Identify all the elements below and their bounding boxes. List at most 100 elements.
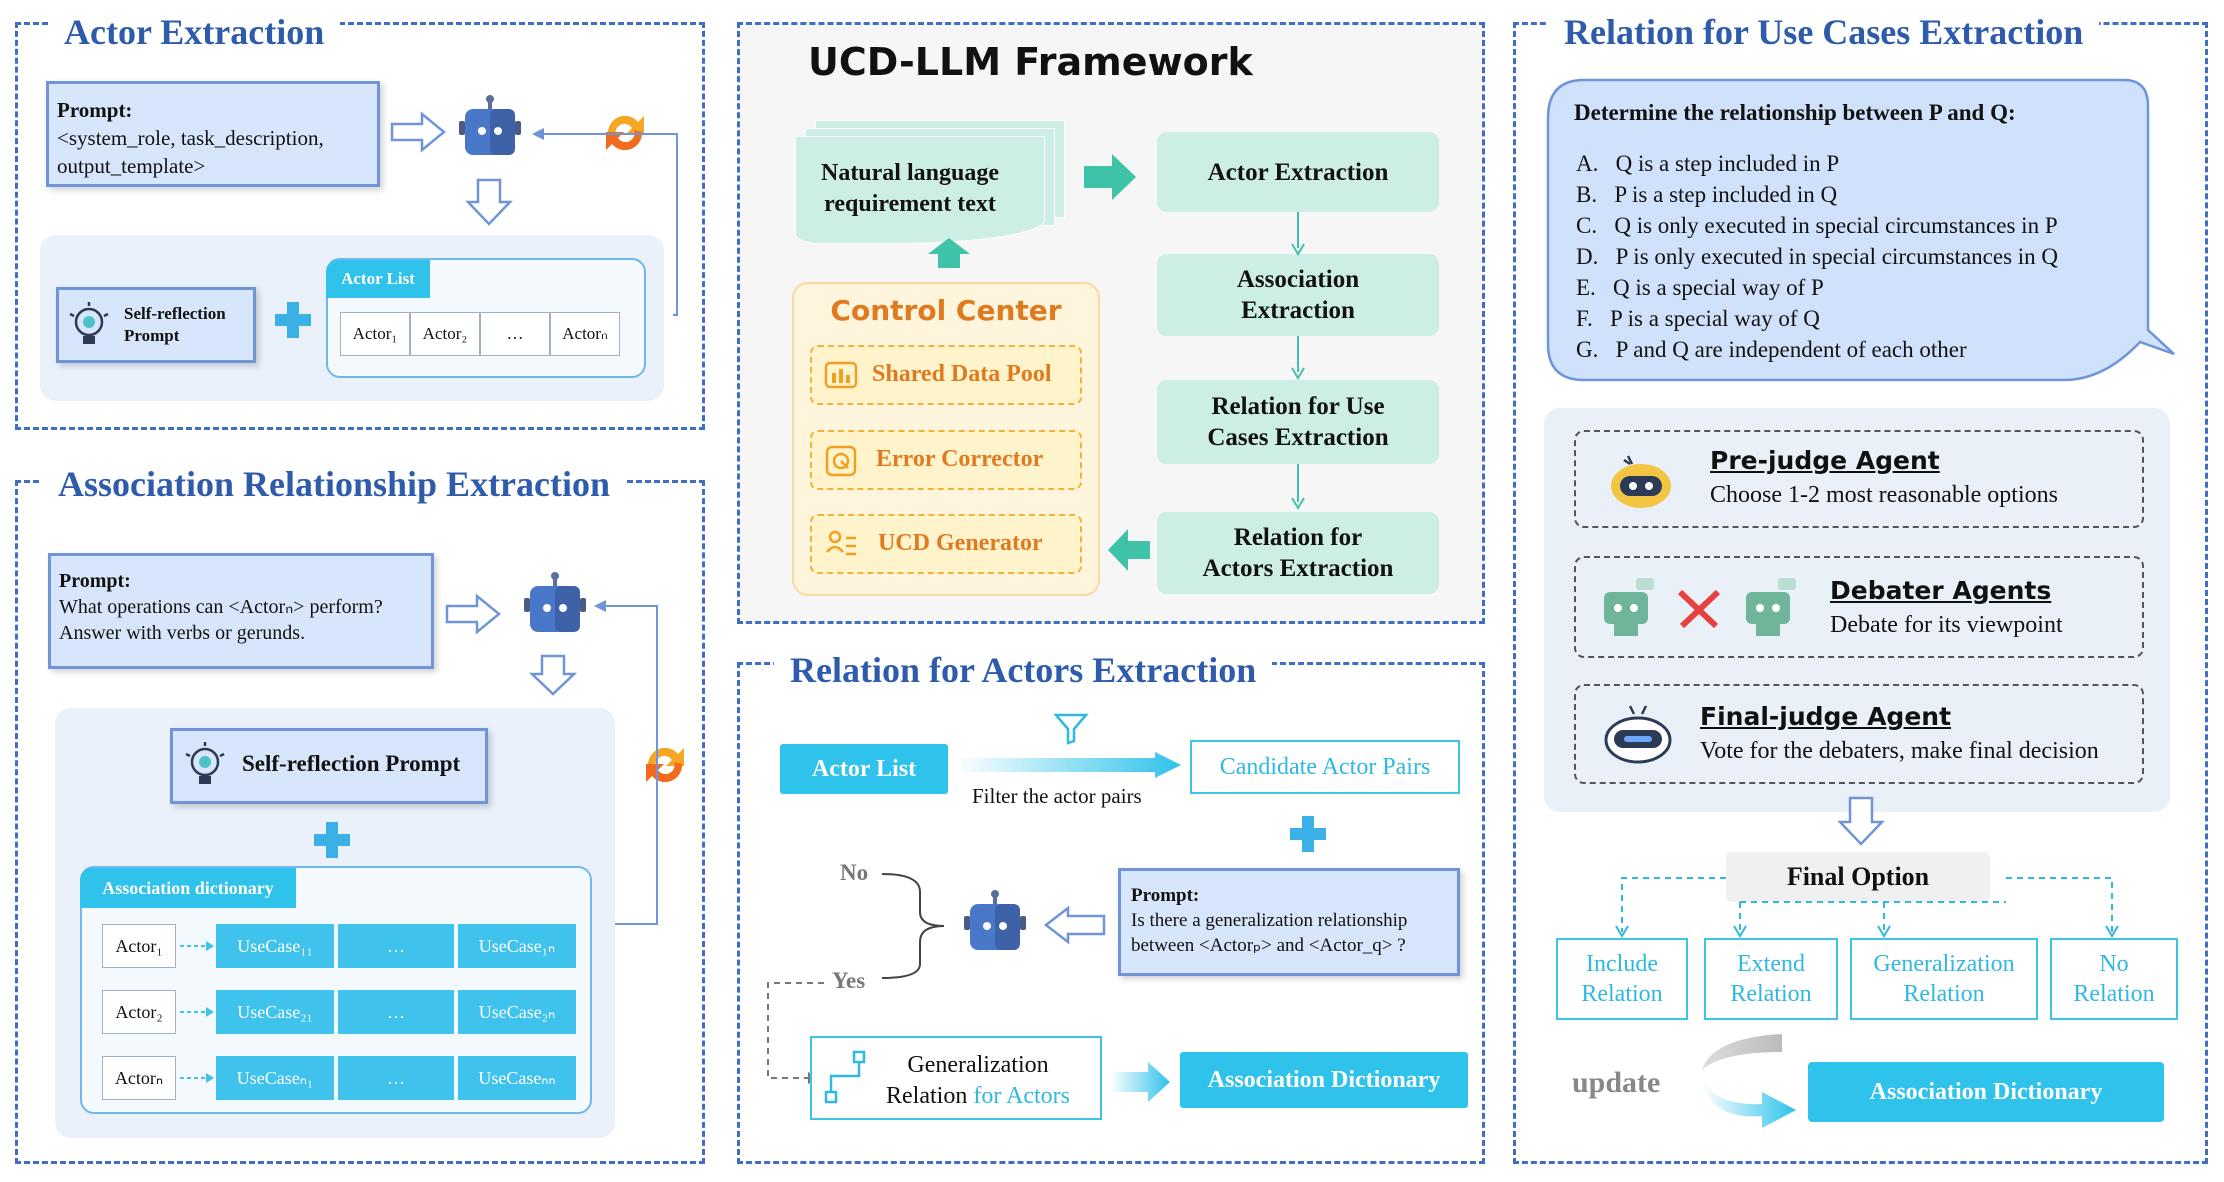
lightbulb-icon: [69, 302, 109, 344]
update-label: update: [1572, 1066, 1661, 1099]
step-actors-relation: Relation for Actors Extraction: [1157, 512, 1439, 594]
usecase-cell: UseCaseₙ₁: [216, 1056, 334, 1100]
robot-icon: [459, 95, 521, 155]
feedback-connector: [532, 128, 678, 316]
step-label: Relation for Use Cases Extraction: [1207, 393, 1389, 451]
option-item: G. P and Q are independent of each other: [1576, 337, 1967, 362]
usecase-cell: …: [338, 990, 454, 1034]
self-reflection-box: [170, 728, 488, 804]
pre-judge-robot-icon: [1611, 455, 1671, 508]
usecase-cell: UseCase₁₁: [216, 924, 334, 968]
step-actor-extraction: Actor Extraction: [1157, 132, 1439, 212]
actor-prompt-box: Prompt: <system_role, task_description, …: [46, 81, 380, 187]
actor-cell: Actorₙ: [102, 1056, 176, 1100]
actor-cell: …: [480, 312, 550, 356]
actor-cell: Actor₁: [102, 924, 176, 968]
input-line: requirement text: [824, 191, 996, 217]
no-label: No: [840, 860, 869, 885]
final-judge-agent: Final-judge Agent Vote for the debaters,…: [1574, 684, 2144, 784]
option-connectors: [1615, 877, 2119, 938]
gen-line: Generalization: [907, 1052, 1049, 1078]
association-prompt-box: Prompt: What operations can <Actorₙ> per…: [48, 553, 434, 669]
arrow-right-icon: [390, 111, 446, 153]
debater-robot-icon: [1604, 578, 1654, 636]
filter-arrow: [955, 752, 1181, 778]
agent-name: Pre-judge Agent: [1710, 446, 1940, 475]
question-bubble: [1546, 78, 2175, 382]
input-line: Natural language: [820, 160, 999, 186]
input-text: Natural language requirement text: [795, 158, 1025, 220]
arrow-left-icon: [1108, 529, 1150, 571]
option-item: A. Q is a step included in P: [1576, 151, 1840, 176]
control-center-title: Control Center: [830, 294, 1062, 327]
debater-robot-icon: [1746, 578, 1796, 636]
feedback-connector: [592, 600, 658, 925]
arrow-down-icon: [465, 178, 513, 226]
yes-label: Yes: [832, 968, 866, 993]
ucd-generator-icon: [826, 530, 856, 556]
prompt-label: Prompt:: [57, 98, 133, 122]
filter-icon: [1053, 713, 1089, 745]
association-dict-tab: Association dictionary: [80, 868, 296, 908]
error-corrector-item: Error Corrector: [810, 430, 1082, 490]
generalization-box: [810, 1036, 1102, 1120]
option-item: C. Q is only executed in special circums…: [1576, 213, 2058, 238]
arrow-down-icon: [1837, 796, 1885, 846]
plus-icon: [314, 822, 350, 858]
option-item: E. Q is a special way of P: [1576, 275, 1824, 300]
final-judge-robot-icon: [1604, 705, 1672, 764]
debater-agents: Debater Agents Debate for its viewpoint: [1574, 556, 2144, 658]
usecase-cell: UseCase₂₁: [216, 990, 334, 1034]
include-relation-box: Include Relation: [1556, 938, 1688, 1020]
step-label: Relation for Actors Extraction: [1202, 524, 1394, 582]
option-item: B. P is a step included in Q: [1576, 182, 1838, 207]
input-doc: [795, 136, 1045, 244]
actor-extraction-title: Actor Extraction: [48, 10, 341, 54]
cc-item-label: UCD Generator: [878, 530, 1043, 556]
usecase-cell: …: [338, 924, 454, 968]
cc-item-label: Error Corrector: [876, 446, 1044, 472]
usecase-cell: UseCaseₙₙ: [458, 1056, 576, 1100]
agent-desc: Choose 1-2 most reasonable options: [1710, 482, 2058, 508]
question-text: Determine the relationship between P and…: [1574, 100, 2016, 125]
relation-label: Include Relation: [1581, 951, 1663, 1007]
self-reflection-label: Self-reflection Prompt: [124, 304, 226, 345]
relation-label: Generalization Relation: [1873, 951, 2015, 1007]
gen-line: Relation for Actors: [868, 1081, 1088, 1112]
candidate-actor-pairs-box: Candidate Actor Pairs: [1190, 740, 1460, 794]
final-option-box: Final Option: [1726, 852, 1990, 902]
arrow-right-icon: [1110, 1062, 1170, 1102]
actors-prompt-box: Prompt: Is there a generalization relati…: [1118, 868, 1460, 976]
step-usecase-relation: Relation for Use Cases Extraction: [1157, 380, 1439, 464]
plus-icon: [275, 302, 311, 338]
flow-connectors: [1291, 212, 1305, 510]
plus-icon: [1290, 816, 1326, 852]
relation-label: Extend Relation: [1730, 951, 1812, 1007]
robot-icon: [524, 572, 586, 632]
prompt-line: Answer with verbs or gerunds.: [59, 622, 306, 644]
association-title: Association Relationship Extraction: [42, 462, 627, 506]
arrow-up-icon: [928, 238, 970, 268]
framework-title: UCD-LLM Framework: [808, 40, 1253, 84]
option-item: F. P is a special way of Q: [1576, 306, 1820, 331]
relation-label: No Relation: [2073, 951, 2155, 1007]
robot-icon: [964, 890, 1026, 950]
self-reflection-label: Self-reflection Prompt: [242, 751, 461, 776]
gen-actors-word: for Actors: [973, 1083, 1070, 1109]
usecase-cell: UseCase₁ₙ: [458, 924, 576, 968]
generalization-relation-box: Generalization Relation: [1850, 938, 2038, 1020]
step-label: Association Extraction: [1236, 266, 1360, 324]
usecase-relation-title: Relation for Use Cases Extraction: [1548, 10, 2100, 54]
option-item: D. P is only executed in special circums…: [1576, 244, 2059, 269]
prompt-text: <system_role, task_description, output_t…: [57, 126, 324, 178]
pre-judge-agent: Pre-judge Agent Choose 1-2 most reasonab…: [1574, 430, 2144, 528]
hierarchy-icon: [824, 1050, 866, 1104]
association-dictionary-box: Association Dictionary: [1180, 1052, 1468, 1108]
generalization-text: Generalization Relation for Actors: [868, 1050, 1088, 1112]
actors-relation-title: Relation for Actors Extraction: [774, 648, 1273, 692]
lightbulb-icon: [185, 742, 225, 784]
usecase-cell: …: [338, 1056, 454, 1100]
prompt-label: Prompt:: [59, 570, 131, 592]
refresh-icon: [606, 115, 644, 151]
association-dictionary-box: Association Dictionary: [1808, 1062, 2164, 1122]
